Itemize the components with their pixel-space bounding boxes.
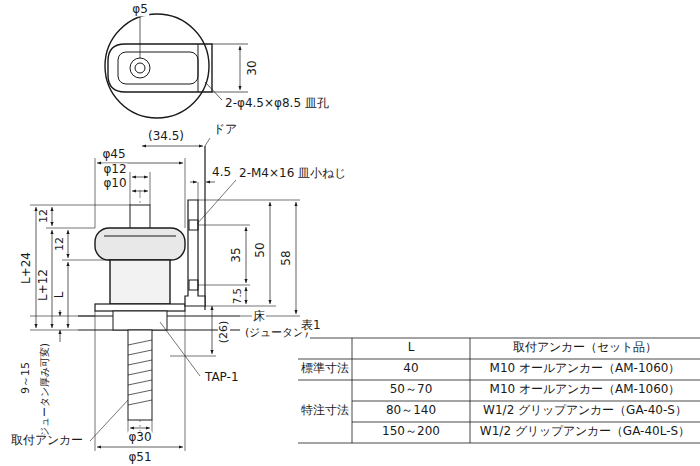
table-cell: W1/2 グリップアンカー（GA-40L-S） [479, 425, 691, 438]
table-cell: 40 [402, 362, 419, 375]
dimension-label: 58 [280, 249, 293, 266]
dimension-label: φ45 [101, 148, 126, 161]
dimension-label: ドア [212, 123, 238, 136]
table-cell: M10 オールアンカー（AM-1060） [489, 362, 682, 375]
dimension-label: L+12 [37, 268, 50, 302]
dimension-label: 12 [54, 236, 66, 252]
dimension-label: 2-M4×16 皿小ねじ [238, 167, 347, 180]
dimension-label: L [53, 291, 66, 300]
dimension-label: 4.5 [211, 166, 232, 179]
dimension-label: φ10 [102, 177, 127, 190]
dimension-label: φ51 [127, 451, 152, 464]
table-cell: 150～200 [381, 425, 441, 438]
dimension-label: (26) [218, 320, 230, 345]
table-cell: M10 オールアンカー（AM-1060） [489, 383, 682, 396]
table-cell: 取付アンカー（セット品） [512, 341, 658, 354]
dimension-label: (ジュータン厚み可変) [39, 342, 50, 442]
dimension-label: φ12 [102, 163, 127, 176]
table-cell: W1/2 グリップアンカー（GA-40-S） [482, 404, 688, 417]
dimension-label: L+24 [20, 251, 33, 285]
dimension-label: 取付アンカー [10, 434, 84, 447]
table-cell: 特注寸法 [300, 404, 350, 417]
table-cell: 標準寸法 [300, 362, 350, 375]
dimension-label: φ5 [131, 3, 149, 16]
table-cell: 80～140 [385, 404, 437, 417]
table-cell: L [407, 341, 416, 354]
dimension-label: 2-φ4.5×φ8.5 皿孔 [224, 97, 330, 110]
dimension-label: (34.5) [147, 130, 185, 143]
dimension-label: 9～15 [20, 361, 32, 395]
dimension-label: 7.5 [232, 287, 243, 305]
table-cell: 50～70 [389, 383, 434, 396]
dimension-label: 30 [246, 59, 259, 76]
dimension-label: φ30 [127, 431, 152, 444]
dimension-label: 12 [38, 208, 50, 224]
dimension-label: TAP-1 [204, 371, 240, 384]
dimension-label: 35 [230, 246, 243, 263]
table-cell: 表1 [300, 319, 322, 332]
dimension-label: 50 [254, 241, 267, 258]
dimension-label: 床 [252, 310, 266, 323]
